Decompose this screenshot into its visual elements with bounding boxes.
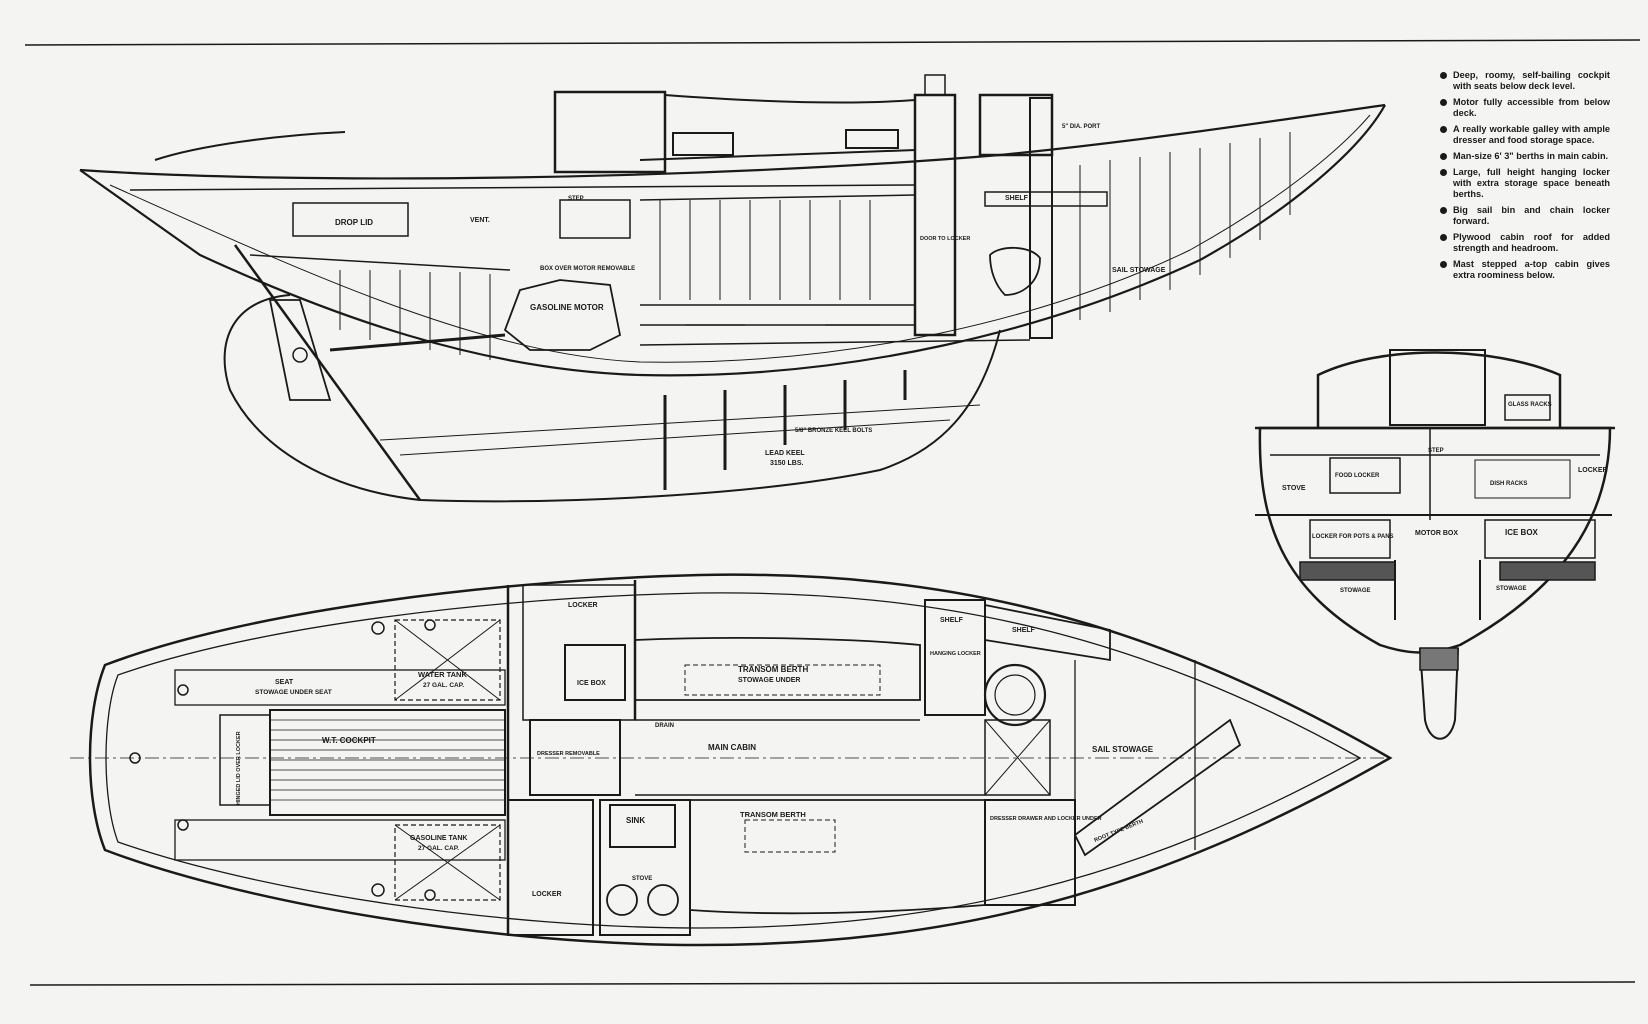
cabin-house: [553, 90, 667, 174]
label-plan-stove: STOVE: [632, 876, 652, 882]
label-gasoline-tank: GASOLINE TANK: [410, 835, 467, 842]
profile-hull-line: [79, 104, 1386, 377]
label-plan-ice-box: ICE BOX: [577, 680, 606, 687]
plan-labels: LOCKER SEAT STOWAGE UNDER SEAT WATER TAN…: [236, 602, 1154, 898]
bottom-border-line: [29, 981, 1636, 986]
label-stowage-left: STOWAGE: [1340, 588, 1371, 594]
note-item: Plywood cabin roof for added strength an…: [1440, 232, 1610, 254]
note-item: Big sail bin and chain locker forward.: [1440, 205, 1610, 227]
note-item: A really workable galley with ample dres…: [1440, 124, 1610, 146]
plan-cockpit: [269, 709, 506, 816]
note-item: Motor fully accessible from below deck.: [1440, 97, 1610, 119]
label-lead-keel: LEAD KEEL: [765, 450, 805, 457]
label-locker-bottom: LOCKER: [532, 891, 562, 898]
label-hinged-lid: HINGED LID OVER LOCKER: [236, 731, 242, 805]
profile-sheer-line: [79, 103, 1386, 180]
label-shelf-2: SHELF: [1012, 627, 1036, 634]
label-food-locker: FOOD LOCKER: [1335, 473, 1380, 479]
label-water-tank: WATER TANK: [418, 670, 467, 679]
label-lead-keel-weight: 3150 LBS.: [770, 460, 804, 467]
section-keel: [1419, 647, 1459, 740]
label-root-berth: ROOT TYPE BERTH: [1094, 819, 1145, 844]
label-dresser-drawer: DRESSER DRAWER AND LOCKER UNDER: [990, 816, 1102, 822]
keel-outline: [223, 294, 1001, 503]
section-view: [1255, 349, 1615, 740]
mast-step: [913, 93, 957, 337]
label-section-locker: LOCKER: [1578, 467, 1608, 474]
label-section-ice-box: ICE BOX: [1505, 528, 1539, 537]
label-water-tank-cap: 27 GAL. CAP.: [423, 682, 464, 689]
label-drop-lid: DROP LID: [335, 218, 373, 227]
note-item: Deep, roomy, self-bailing cockpit with s…: [1440, 70, 1610, 92]
label-dia-port: 5" DIA. PORT: [1062, 124, 1101, 130]
label-gasoline-tank-cap: 27 GAL. CAP.: [418, 845, 459, 852]
label-dresser: DRESSER REMOVABLE: [537, 751, 600, 757]
label-keel-bolts: 5/8" BRONZE KEEL BOLTS: [795, 428, 872, 434]
label-main-cabin: MAIN CABIN: [708, 743, 756, 752]
label-vent: VENT.: [470, 217, 490, 224]
label-plan-sail-stowage: SAIL STOWAGE: [1092, 745, 1154, 754]
label-step: STEP: [568, 196, 584, 202]
label-stowage-under: STOWAGE UNDER: [738, 677, 801, 684]
gasoline-motor: [503, 279, 622, 351]
label-shelf-1: SHELF: [940, 617, 964, 624]
label-shelf: SHELF: [1005, 195, 1029, 202]
plan-mast: [983, 663, 1047, 727]
label-door-to-locker: DOOR TO LOCKER: [920, 236, 970, 242]
note-item: Man-size 6' 3" berths in main cabin.: [1440, 151, 1610, 162]
label-transom-berth-top: TRANSOM BERTH: [738, 665, 808, 674]
label-seat: SEAT: [275, 679, 294, 686]
label-sail-stowage-profile: SAIL STOWAGE: [1112, 267, 1166, 274]
label-hanging-locker: HANGING LOCKER: [930, 651, 981, 657]
label-box-over-motor: BOX OVER MOTOR REMOVABLE: [540, 266, 635, 272]
plan-hull-outline: [88, 573, 1393, 947]
label-sink: SINK: [626, 816, 645, 825]
section-labels: GLASS RACKS STEP STOVE FOOD LOCKER DISH …: [1282, 402, 1608, 594]
plan-view: [70, 573, 1395, 947]
profile-labels: DROP LID VENT. STEP BOX OVER MOTOR REMOV…: [335, 124, 1166, 467]
top-border-line: [24, 39, 1641, 46]
note-item: Mast stepped a-top cabin gives extra roo…: [1440, 259, 1610, 281]
label-section-stove: STOVE: [1282, 485, 1306, 492]
label-wt-cockpit: W.T. COCKPIT: [322, 736, 376, 745]
label-glass-racks: GLASS RACKS: [1508, 402, 1552, 408]
label-motor-box: MOTOR BOX: [1415, 530, 1458, 537]
label-dish-racks: DISH RACKS: [1490, 481, 1527, 487]
label-locker-top: LOCKER: [568, 602, 598, 609]
section-hull-outline: [1258, 426, 1612, 654]
label-transom-berth-bottom: TRANSOM BERTH: [740, 810, 806, 819]
label-stowage-under-seat: STOWAGE UNDER SEAT: [255, 689, 332, 696]
label-drain: DRAIN: [655, 723, 674, 729]
rudder: [268, 299, 332, 401]
feature-notes-list: Deep, roomy, self-bailing cockpit with s…: [1440, 70, 1610, 286]
note-item: Large, full height hanging locker with e…: [1440, 167, 1610, 200]
label-locker-pots: LOCKER FOR POTS & PANS: [1312, 534, 1394, 540]
label-section-step: STEP: [1428, 448, 1444, 454]
profile-view: [79, 74, 1386, 503]
label-stowage-right: STOWAGE: [1496, 586, 1527, 592]
label-gasoline-motor: GASOLINE MOTOR: [530, 303, 604, 312]
